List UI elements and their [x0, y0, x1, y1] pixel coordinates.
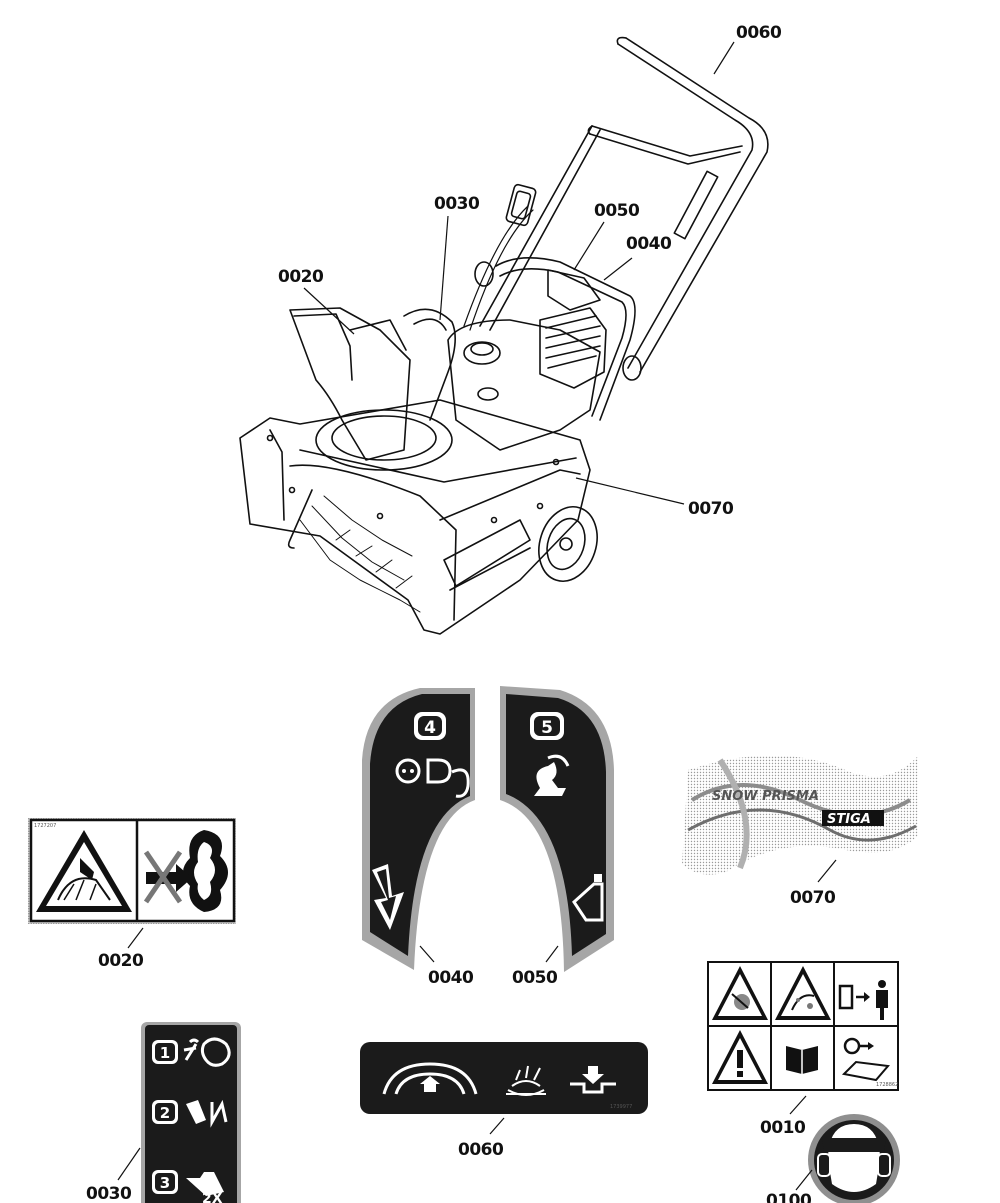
callout-0030-top: 0030 [434, 194, 480, 214]
decal-0060-code: 1739977 [610, 1104, 632, 1110]
general-warning-icon [712, 1030, 768, 1084]
key-icon [841, 1037, 890, 1082]
decal-0020-code: 1727207 [34, 823, 56, 829]
callout-0070-top: 0070 [688, 499, 734, 519]
decal-0030: 1 2 3 2X [141, 1022, 241, 1203]
no-hands-icon [143, 830, 228, 912]
callout-0070: 0070 [790, 888, 836, 908]
warning-triangle-icon [712, 966, 768, 1020]
step-2: 2 [152, 1099, 228, 1128]
callout-0100: 0100 [766, 1191, 812, 1203]
keep-distance-icon [838, 980, 888, 1020]
manual-book-icon [786, 1046, 818, 1074]
arrow-down-icon [372, 864, 404, 930]
step-1-number: 1 [160, 1044, 170, 1062]
decal-0040: 4 [362, 688, 475, 970]
callout-0020-top: 0020 [278, 267, 324, 287]
callout-0050-top: 0050 [594, 201, 640, 221]
step-3: 3 2X [152, 1170, 224, 1203]
impeller-warning-icon [36, 830, 132, 912]
decal-0010: 1728862 [707, 961, 899, 1091]
ear-protection-icon [808, 1114, 900, 1203]
callout-0030: 0030 [86, 1184, 132, 1203]
debris-warning-icon [775, 966, 831, 1020]
decal-0010-code: 1728862 [876, 1082, 898, 1088]
step-3-number: 3 [160, 1174, 170, 1192]
decal-0060: 1739977 [360, 1042, 648, 1114]
callout-0020: 0020 [98, 951, 144, 971]
callout-0060-top: 0060 [736, 23, 782, 43]
step-3-2x: 2X [202, 1191, 223, 1203]
decal-0050: 5 [500, 686, 614, 972]
leader-lines [303, 41, 735, 505]
choke-icon [395, 758, 470, 798]
decal-0070-logo: STIGA [827, 812, 871, 827]
callout-0050: 0050 [512, 968, 558, 988]
decal-0070-brand: SNOW PRISMA [712, 789, 819, 804]
callout-0040-top: 0040 [626, 234, 672, 254]
callout-0060: 0060 [458, 1140, 504, 1160]
callout-0010: 0010 [760, 1118, 806, 1138]
decal-0070: SNOW PRISMA STIGA [682, 755, 918, 875]
snow-thrower-illustration [239, 36, 769, 635]
step-1: 1 [152, 1037, 231, 1067]
step-2-number: 2 [160, 1104, 170, 1122]
decal-0050-step: 5 [541, 718, 553, 738]
chute-rotate-icon [534, 754, 570, 796]
callout-0040: 0040 [428, 968, 474, 988]
auger-icon [506, 1065, 546, 1096]
decal-0020: 1727207 [28, 818, 236, 924]
handle-bar-icon [382, 1062, 478, 1095]
lever-down-icon [570, 1066, 616, 1094]
decal-0040-step: 4 [424, 718, 436, 738]
lever-position-icon [572, 874, 604, 922]
